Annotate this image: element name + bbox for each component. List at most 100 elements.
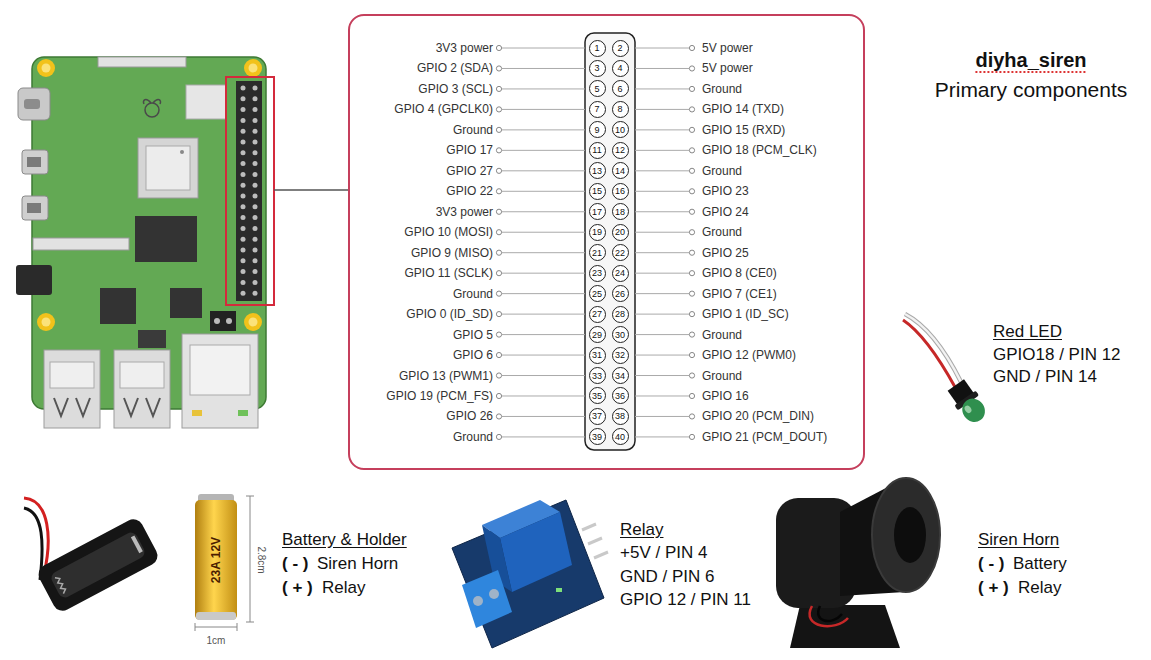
siren-horn — [776, 478, 940, 648]
relay-module — [556, 588, 562, 592]
pin-circle: 30 — [612, 326, 629, 343]
pin-circle: 28 — [612, 306, 629, 323]
pin-leader — [502, 191, 585, 192]
raspberry-pi-board — [253, 194, 258, 199]
polarity-mark: ( - ) — [282, 554, 308, 574]
pin-name: GPIO 23 — [702, 184, 749, 198]
pin-leader — [502, 273, 585, 274]
pin-circle: 29 — [589, 326, 606, 343]
pin-name: Ground — [702, 369, 742, 383]
raspberry-pi-board — [138, 138, 198, 198]
raspberry-pi-board — [27, 157, 41, 167]
pin-circle: 27 — [589, 306, 606, 323]
pin-number: 20 — [615, 227, 625, 237]
pin-number: 6 — [617, 84, 622, 94]
raspberry-pi-board — [253, 150, 258, 155]
raspberry-pi-board — [253, 118, 258, 123]
dimension-line — [195, 627, 237, 628]
pin-leader — [635, 68, 689, 69]
pin-leader — [635, 293, 689, 294]
raspberry-pi-board — [124, 398, 160, 416]
pin-number: 39 — [592, 432, 602, 442]
raspberry-pi-board — [236, 81, 262, 301]
wiring-target: Relay — [1018, 578, 1061, 598]
pin-leader — [635, 232, 689, 233]
pin-circle: 33 — [589, 367, 606, 384]
raspberry-pi-board — [253, 172, 258, 177]
raspberry-pi-board — [253, 215, 258, 220]
pin-number: 4 — [617, 63, 622, 73]
raspberry-pi-board — [241, 183, 246, 188]
battery-holder — [131, 535, 143, 553]
pin-name: GPIO 17 — [353, 143, 493, 157]
raspberry-pi-board — [145, 103, 159, 117]
pin-name: GPIO 3 (SCL) — [353, 82, 493, 96]
raspberry-pi-board — [143, 100, 160, 104]
pin-leader — [502, 150, 585, 151]
pin-leader — [689, 168, 694, 173]
raspberry-pi-board — [241, 280, 246, 285]
raspberry-pi-board — [241, 107, 246, 112]
pin-circle: 37 — [589, 408, 606, 425]
component-heading: Battery & Holder — [282, 530, 407, 550]
pin-number: 31 — [592, 350, 602, 360]
pin-leader — [635, 211, 689, 212]
raspberry-pi-board — [170, 288, 202, 318]
pin-number: 29 — [592, 330, 602, 340]
pin-leader — [502, 252, 585, 253]
pin-number: 38 — [615, 411, 625, 421]
pin-number: 40 — [615, 432, 625, 442]
pin-leader — [689, 352, 694, 357]
component-heading: Red LED — [993, 322, 1062, 342]
pin-name: GPIO 25 — [702, 246, 749, 260]
pin-leader — [689, 373, 694, 378]
pin-circle: 20 — [612, 224, 629, 241]
pin-leader — [496, 414, 501, 419]
pin-leader — [689, 107, 694, 112]
pin-leader — [496, 373, 501, 378]
pin-number: 12 — [615, 145, 625, 155]
raspberry-pi-board — [253, 129, 258, 134]
raspberry-pi-board — [253, 86, 258, 91]
polarity-mark: ( + ) — [978, 578, 1009, 598]
pin-leader — [496, 168, 501, 173]
raspberry-pi-board — [210, 311, 236, 331]
raspberry-pi-board — [253, 226, 258, 231]
raspberry-pi-board — [190, 345, 250, 395]
raspberry-pi-board — [241, 237, 246, 242]
raspberry-pi-board — [146, 146, 190, 190]
pin-leader — [502, 68, 585, 69]
raspberry-pi-board — [241, 129, 246, 134]
pin-name: GPIO 10 (MOSI) — [353, 225, 493, 239]
raspberry-pi-board — [253, 258, 258, 263]
pin-assignment: GND / PIN 14 — [993, 367, 1097, 387]
pin-name: 5V power — [702, 61, 753, 75]
red-led — [963, 404, 973, 414]
raspberry-pi-board — [241, 86, 246, 91]
raspberry-pi-board — [241, 215, 246, 220]
pin-leader — [689, 332, 694, 337]
pin-circle: 14 — [612, 162, 629, 179]
pin-circle: 34 — [612, 367, 629, 384]
raspberry-pi-board — [241, 204, 246, 209]
pin-leader — [635, 395, 689, 396]
pin-assignment: +5V / PIN 4 — [620, 543, 707, 563]
pin-leader — [635, 109, 689, 110]
pin-number: 34 — [615, 371, 625, 381]
raspberry-pi-board — [253, 107, 258, 112]
raspberry-pi-board — [214, 318, 220, 324]
pin-number: 37 — [592, 411, 602, 421]
leader-line — [274, 189, 348, 191]
pin-circle: 5 — [589, 80, 606, 97]
pin-leader — [496, 189, 501, 194]
pin-leader — [689, 434, 694, 439]
pin-leader — [689, 209, 694, 214]
pin-leader — [496, 66, 501, 71]
raspberry-pi-board — [192, 410, 202, 416]
pin-circle: 32 — [612, 347, 629, 364]
pin-leader — [635, 150, 689, 151]
pin-leader — [502, 129, 585, 130]
pin-leader — [502, 314, 585, 315]
pin-name: GPIO 22 — [353, 184, 493, 198]
pin-number: 18 — [615, 207, 625, 217]
